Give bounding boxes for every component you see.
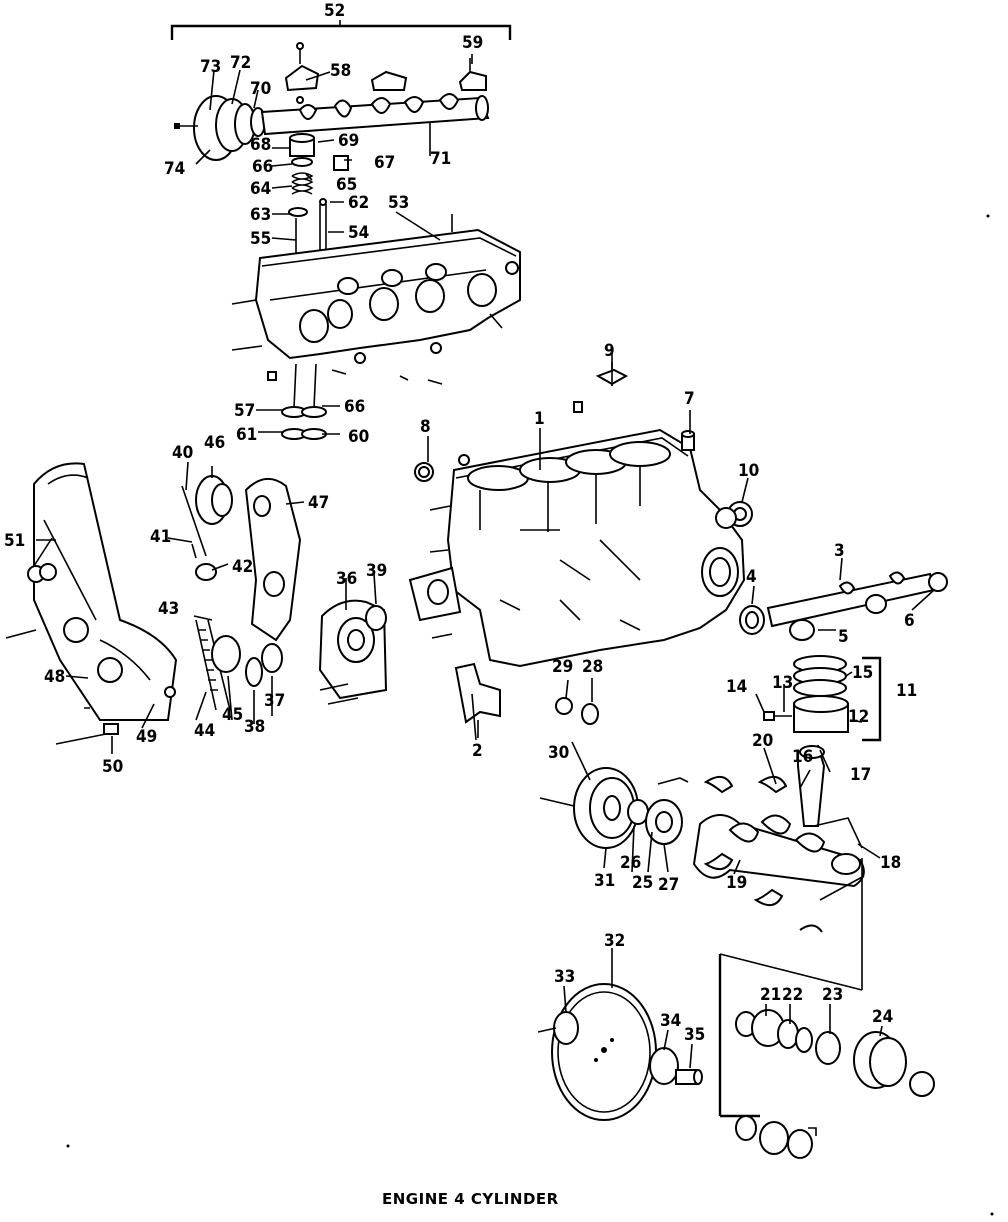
- callout-72: 72: [230, 53, 251, 73]
- callout-8: 8: [420, 417, 431, 437]
- callout-4: 4: [746, 567, 757, 587]
- cylinder-head: [231, 214, 521, 385]
- callout-42: 42: [232, 557, 253, 577]
- piston-group: [763, 655, 882, 742]
- callout-37: 37: [264, 691, 285, 711]
- callout-48: 48: [44, 667, 65, 687]
- callout-31: 31: [594, 871, 615, 891]
- callout-50: 50: [102, 757, 123, 777]
- callout-33: 33: [554, 967, 575, 987]
- callout-64: 64: [250, 179, 271, 199]
- callout-12: 12: [848, 707, 869, 727]
- callout-20: 20: [752, 731, 773, 751]
- callout-18: 18: [880, 853, 901, 873]
- callout-10: 10: [738, 461, 759, 481]
- callout-24: 24: [872, 1007, 893, 1027]
- callout-15: 15: [852, 663, 873, 683]
- callout-28: 28: [582, 657, 603, 677]
- callout-1: 1: [534, 409, 545, 429]
- callout-70: 70: [250, 79, 271, 99]
- leader-lines: [33, 54, 935, 1069]
- callout-57: 57: [234, 401, 255, 421]
- callout-9: 9: [604, 341, 615, 361]
- transmission-parts: [718, 954, 935, 1159]
- callout-11: 11: [896, 681, 917, 701]
- callout-43: 43: [158, 599, 179, 619]
- callout-21: 21: [760, 985, 781, 1005]
- callout-73: 73: [200, 57, 221, 77]
- callout-39: 39: [366, 561, 387, 581]
- callout-44: 44: [194, 721, 215, 741]
- callout-68: 68: [250, 135, 271, 155]
- callout-17: 17: [850, 765, 871, 785]
- camshaft-sprocket-tensioner: [181, 475, 283, 711]
- callout-67: 67: [374, 153, 395, 173]
- callout-26: 26: [620, 853, 641, 873]
- callout-56: 66: [344, 397, 365, 417]
- callout-60: 60: [348, 427, 369, 447]
- crankshaft-group: [692, 744, 865, 991]
- callout-58: 58: [330, 61, 351, 81]
- flywheel-group: [537, 983, 703, 1121]
- callout-69: 69: [338, 131, 359, 151]
- cylinder-block: [408, 401, 746, 668]
- callout-36: 36: [336, 569, 357, 589]
- callout-22: 22: [782, 985, 803, 1005]
- block-small-parts: [414, 352, 753, 529]
- callout-62: 62: [348, 193, 369, 213]
- callout-49: 49: [136, 727, 157, 747]
- intermediate-shaft: [739, 571, 948, 641]
- crank-pulley-group: [539, 697, 689, 849]
- callout-25: 25: [632, 873, 653, 893]
- callout-2: 2: [472, 741, 483, 761]
- camshaft-group: [174, 42, 490, 161]
- callout-38: 38: [244, 717, 265, 737]
- callout-63: 63: [250, 205, 271, 225]
- callout-40: 40: [172, 443, 193, 463]
- callout-46: 46: [204, 433, 225, 453]
- callout-16: 16: [792, 747, 813, 767]
- callout-32: 32: [604, 931, 625, 951]
- callout-47: 47: [308, 493, 329, 513]
- callout-labels: 52 73 72 70 58 59 69 68 74 66 67 71 64 6…: [4, 1, 917, 1045]
- callout-27: 27: [658, 875, 679, 895]
- callout-51: 51: [4, 531, 25, 551]
- callout-13: 13: [772, 673, 793, 693]
- callout-23: 23: [822, 985, 843, 1005]
- assembly-bracket-52: [170, 20, 512, 40]
- callout-55: 55: [250, 229, 271, 249]
- callout-74: 74: [164, 159, 185, 179]
- timing-belt-cover: [5, 462, 178, 745]
- callout-34: 34: [660, 1011, 681, 1031]
- callout-52: 52: [324, 1, 345, 21]
- diagram-caption: ENGINE 4 CYLINDER: [382, 1190, 559, 1208]
- callout-59: 59: [462, 33, 483, 53]
- callout-35: 35: [684, 1025, 705, 1045]
- callout-5: 5: [838, 627, 849, 647]
- oil-pump-bracket: [454, 662, 501, 741]
- callout-29: 29: [552, 657, 573, 677]
- callout-6: 6: [904, 611, 915, 631]
- callout-41: 41: [150, 527, 171, 547]
- intake-exhaust-valves: [281, 363, 327, 440]
- callout-61: 61: [236, 425, 257, 445]
- valve-parts: [288, 133, 349, 260]
- callout-65: 65: [336, 175, 357, 195]
- inner-timing-cover: [244, 478, 388, 705]
- callout-19: 19: [726, 873, 747, 893]
- callout-45: 45: [222, 705, 243, 725]
- callout-53: 53: [388, 193, 409, 213]
- callout-30: 30: [548, 743, 569, 763]
- callout-71: 71: [430, 149, 451, 169]
- callout-3: 3: [834, 541, 845, 561]
- callout-66: 66: [252, 157, 273, 177]
- callout-54: 54: [348, 223, 369, 243]
- callout-14: 14: [726, 677, 747, 697]
- callout-7: 7: [684, 389, 695, 409]
